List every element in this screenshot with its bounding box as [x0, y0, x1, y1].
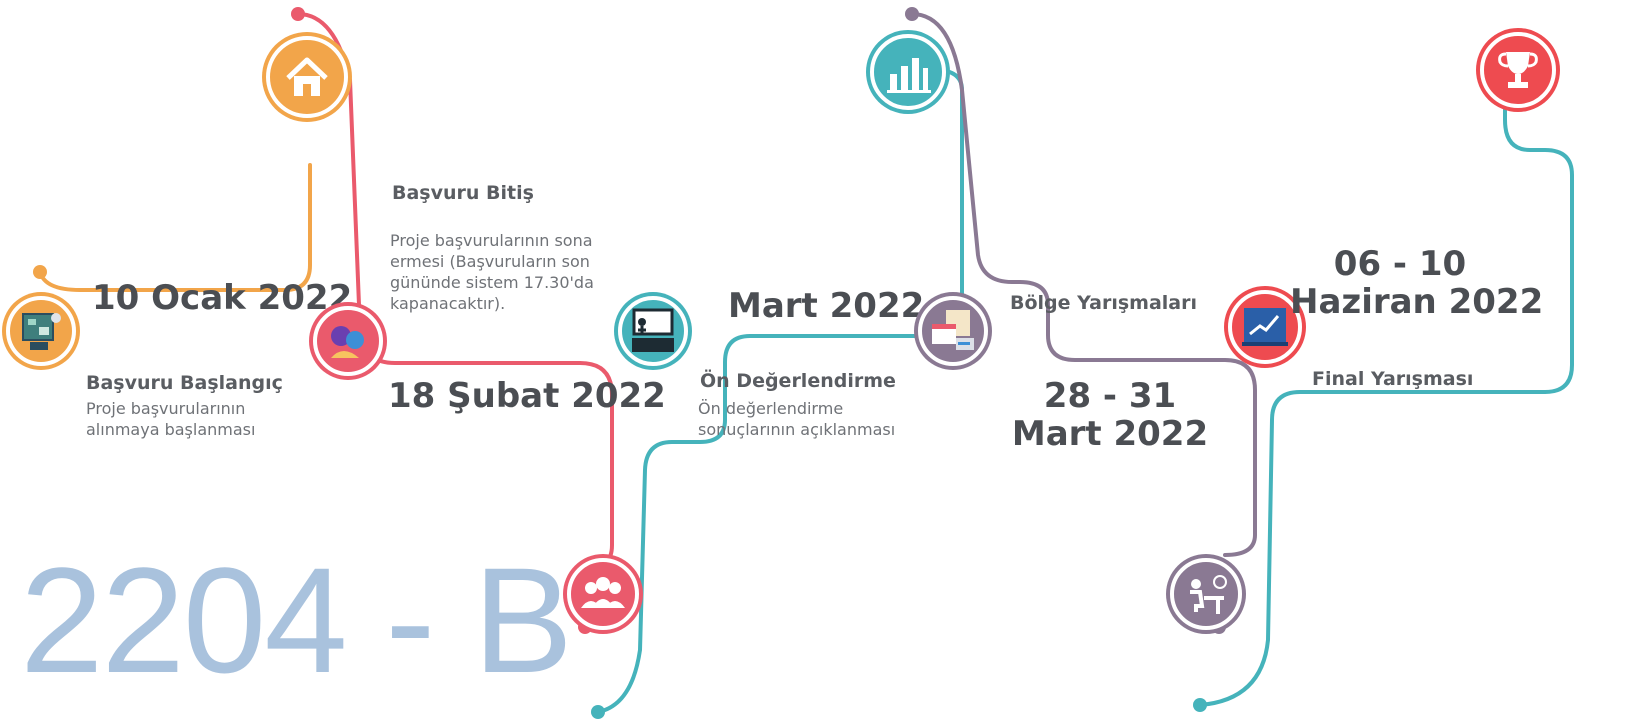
- bar-chart-icon: [887, 58, 931, 93]
- step-3-title: Ön Değerlendirme: [700, 370, 896, 392]
- step-2-node-heads: [313, 306, 383, 376]
- house-icon: [286, 57, 328, 96]
- step-4-date-line-1: 28 - 31: [1043, 376, 1177, 416]
- timeline-path-orange: [38, 163, 312, 292]
- presentation-icon: [632, 308, 674, 352]
- step-1-node-house: [266, 36, 348, 118]
- step-1-node-board: [6, 296, 76, 366]
- step-5-title: Final Yarışması: [1312, 368, 1474, 390]
- timeline-path-purple: [910, 12, 1257, 557]
- step-5-node-screen: [1228, 290, 1302, 364]
- step-4-date-line-2: Mart 2022: [1011, 414, 1209, 454]
- step-4-title: Bölge Yarışmaları: [1010, 292, 1198, 314]
- line-chart-screen-icon: [1242, 308, 1288, 346]
- timeline-path-red: [296, 12, 614, 572]
- calendar-files-icon: [932, 310, 974, 350]
- step-2-date: 18 Şubat 2022: [388, 376, 666, 416]
- program-code-badge: 2204 - B: [20, 536, 573, 704]
- step-3-node-presentation: [618, 296, 688, 366]
- step-5-date-line-2: Haziran 2022: [1290, 282, 1544, 322]
- desk-person-icon: [1190, 575, 1227, 614]
- step-3-date: Mart 2022: [728, 286, 925, 326]
- step-3-desc: Ön değerlendirme sonuçlarının açıklanmas…: [698, 399, 896, 439]
- group-icon: [581, 577, 625, 608]
- step-1-desc: Proje başvurularının alınmaya başlanması: [86, 399, 256, 439]
- step-3-node-chart: [870, 34, 946, 110]
- step-4-node-desk: [1170, 558, 1242, 630]
- step-5-date-line-1: 06 - 10: [1333, 244, 1467, 284]
- heads-icon: [331, 326, 364, 358]
- step-1-date: 10 Ocak 2022: [92, 278, 353, 318]
- step-2-title: Başvuru Bitiş: [392, 182, 534, 204]
- step-5-node-trophy: [1480, 32, 1556, 108]
- step-2-node-group: [567, 558, 639, 630]
- timeline-path-teal-2: [1198, 88, 1574, 707]
- step-1-title: Başvuru Başlangıç: [86, 372, 283, 394]
- step-4-node-calendar: [918, 296, 988, 366]
- project-board-icon: [22, 313, 61, 350]
- trophy-icon: [1498, 52, 1538, 88]
- step-2-desc: Proje başvurularının sona ermesi (Başvur…: [390, 231, 594, 313]
